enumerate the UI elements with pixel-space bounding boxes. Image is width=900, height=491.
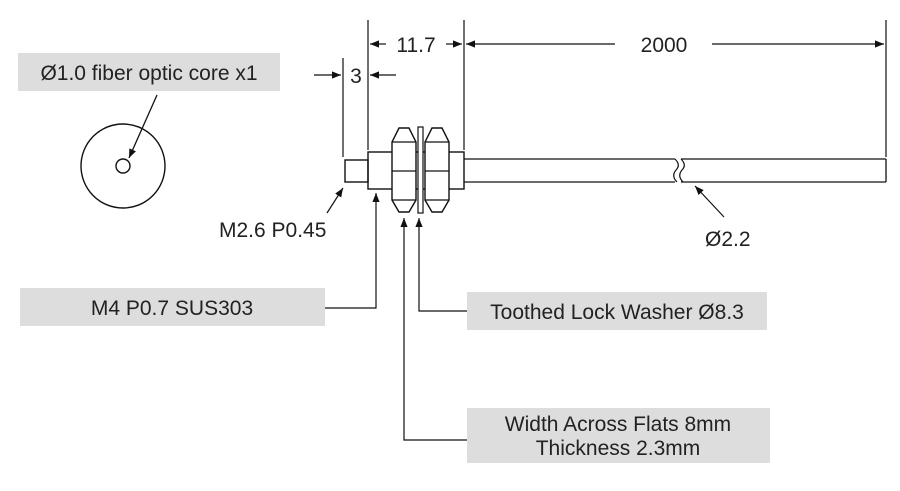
dimension-body-length-value: 11.7	[396, 34, 435, 57]
dimension-tip-length: 3	[314, 65, 396, 88]
nut-leader	[400, 218, 467, 441]
nut-label-line2: Thickness 2.3mm	[536, 437, 701, 460]
fiber-end-view	[80, 94, 166, 209]
sleeve-thread-label: M2.6 P0.45	[219, 219, 326, 242]
fiber-core-label: Ø1.0 fiber optic core x1	[40, 62, 257, 85]
sensor-side-view	[344, 126, 887, 214]
nut-label-line1: Width Across Flats 8mm	[505, 413, 731, 436]
cable-diameter-leader	[694, 185, 725, 218]
body-thread-callout-box	[20, 288, 325, 326]
body-thread-label: M4 P0.7 SUS303	[91, 297, 253, 320]
body-thread-leader	[325, 193, 380, 309]
dimension-cable-length: 2000	[466, 34, 884, 57]
cable-diameter-label: Ø2.2	[705, 228, 751, 251]
washer-leader	[415, 218, 467, 312]
sleeve-thread-leader	[326, 187, 344, 214]
washer-label: Toothed Lock Washer Ø8.3	[490, 301, 744, 324]
dimension-body-length: 11.7	[370, 34, 462, 57]
dimension-cable-length-value: 2000	[641, 34, 688, 57]
dimension-tip-length-value: 3	[350, 65, 362, 88]
nut-callout-box	[467, 408, 770, 463]
washer-callout-box	[467, 292, 767, 330]
fiber-core-callout-box	[18, 53, 280, 91]
